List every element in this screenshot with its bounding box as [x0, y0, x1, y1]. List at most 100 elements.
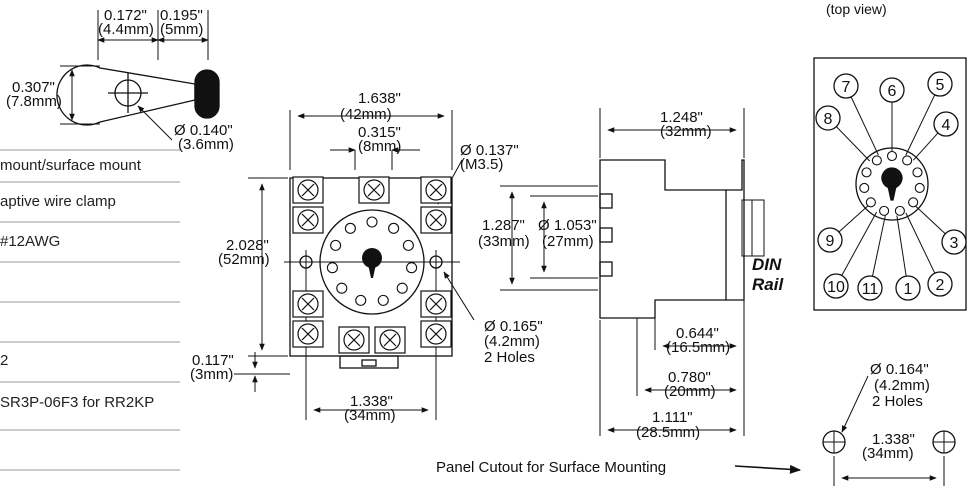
- pin-lead: [915, 205, 946, 235]
- side-rail-label: Rail: [752, 275, 784, 294]
- terminal-hole-in: Ø 0.140": [174, 122, 233, 139]
- terminal-height-mm: (7.8mm): [6, 93, 62, 110]
- side-h2-mm: (27mm): [542, 233, 594, 250]
- side-din-label: DIN: [752, 255, 782, 274]
- table-row-2: #12AWG: [0, 233, 61, 250]
- pin-8: 8: [815, 105, 841, 131]
- front-span-mm: (34mm): [344, 407, 396, 424]
- screw-terminal: [420, 320, 452, 348]
- pin-hole: [914, 182, 925, 194]
- cutout-hole-mm: (4.2mm): [874, 377, 930, 394]
- cutout-hole-in: Ø 0.164": [870, 361, 929, 378]
- side-h2-in: Ø 1.053": [538, 217, 597, 234]
- screw-terminal: [338, 326, 370, 354]
- socket-front-view: [234, 110, 475, 420]
- pin-label: 1: [904, 281, 913, 298]
- top-view-label: (top view): [826, 1, 887, 17]
- screw-terminal: [292, 290, 324, 318]
- pin-lead: [896, 215, 907, 277]
- pin-diagram-leads: [835, 94, 946, 277]
- pin-lead: [838, 205, 869, 233]
- front-width-in: 1.638": [358, 90, 401, 107]
- pin-diagram-holes: [859, 150, 925, 216]
- front-pitch-mm: (8mm): [358, 138, 401, 155]
- terminal-width-2-mm: (5mm): [160, 21, 203, 38]
- pin-hole: [912, 167, 923, 178]
- pin-2: 2: [927, 271, 953, 297]
- pin-label: 3: [950, 235, 959, 252]
- pin-4: 4: [933, 111, 959, 137]
- cutout-span-in: 1.338": [872, 431, 915, 448]
- front-socket-holes: [326, 216, 418, 306]
- side-d2-mm: (20mm): [664, 383, 716, 400]
- pin-9: 9: [817, 227, 843, 253]
- pin-label: 2: [936, 277, 945, 294]
- socket-hole: [366, 216, 378, 228]
- front-screw-in: Ø 0.137": [460, 142, 519, 159]
- side-h1-mm: (33mm): [478, 233, 530, 250]
- front-pitch-in: 0.315": [358, 124, 401, 141]
- pin-label: 7: [842, 79, 851, 96]
- pin-lead: [905, 212, 936, 274]
- screw-terminal: [358, 176, 390, 204]
- socket-hole: [326, 262, 338, 274]
- key-slot: [362, 248, 382, 268]
- terminal-width-2-in: 0.195": [160, 7, 203, 24]
- table-row-1: aptive wire clamp: [0, 193, 116, 210]
- pin-label: 8: [824, 111, 833, 128]
- front-edge-in: 0.117": [192, 352, 234, 369]
- front-span-in: 1.338": [350, 393, 393, 410]
- pin-label: 4: [942, 117, 951, 134]
- pin-label: 9: [826, 233, 835, 250]
- screw-terminal: [374, 326, 406, 354]
- pin-lead: [913, 132, 939, 161]
- socket-hole: [402, 239, 414, 251]
- terminal-height-in: 0.307": [12, 79, 55, 96]
- pin-hole: [908, 197, 919, 208]
- front-height-mm: (52mm): [218, 251, 270, 268]
- socket-side-view: [500, 108, 765, 436]
- pin-hole: [886, 150, 898, 162]
- terminal-width-1-mm: (4.4mm): [98, 21, 154, 38]
- pin-10: 10: [823, 273, 849, 299]
- side-d1-mm: (16.5mm): [666, 339, 730, 356]
- screw-terminal: [292, 176, 324, 204]
- socket-hole: [355, 294, 367, 306]
- socket-hole: [336, 282, 348, 294]
- socket-hole: [406, 262, 418, 274]
- pin-hole: [871, 155, 882, 166]
- front-width-mm: (42mm): [340, 106, 392, 123]
- pin-label: 11: [862, 281, 879, 298]
- pin-label: 6: [888, 83, 897, 100]
- pin-6: 6: [879, 77, 905, 103]
- screw-terminal: [292, 320, 324, 348]
- table-row-6: SR3P-06F3 for RR2KP: [0, 394, 155, 411]
- side-depth-mm: (32mm): [660, 123, 712, 140]
- pin-1: 1: [895, 275, 921, 301]
- pin-hole: [865, 197, 876, 208]
- pin-hole: [902, 155, 913, 166]
- front-hole-in: Ø 0.165": [484, 318, 543, 335]
- side-d1-in: 0.644": [676, 325, 719, 342]
- pin-hole: [861, 167, 872, 178]
- socket-hole: [330, 239, 342, 251]
- key-slot-tail: [368, 264, 376, 278]
- cutout-hole-count: 2 Holes: [872, 393, 923, 410]
- screw-terminal: [420, 176, 452, 204]
- socket-hole: [396, 282, 408, 294]
- socket-hole: [344, 222, 356, 234]
- screw-terminal: [420, 206, 452, 234]
- pin-lead: [905, 94, 936, 156]
- side-h1-in: 1.287": [482, 217, 525, 234]
- socket-hole: [377, 294, 389, 306]
- front-hole-count: 2 Holes: [484, 349, 535, 366]
- screw-terminal: [420, 290, 452, 318]
- pin-11: 11: [857, 275, 883, 301]
- spec-table-lines: [0, 149, 180, 471]
- terminal-hole-mm: (3.6mm): [178, 136, 234, 153]
- pin-5: 5: [927, 71, 953, 97]
- side-d3-mm: (28.5mm): [636, 424, 700, 441]
- front-screw-terminals: [292, 176, 452, 354]
- pin-lead: [871, 215, 886, 277]
- pin-hole: [894, 205, 905, 216]
